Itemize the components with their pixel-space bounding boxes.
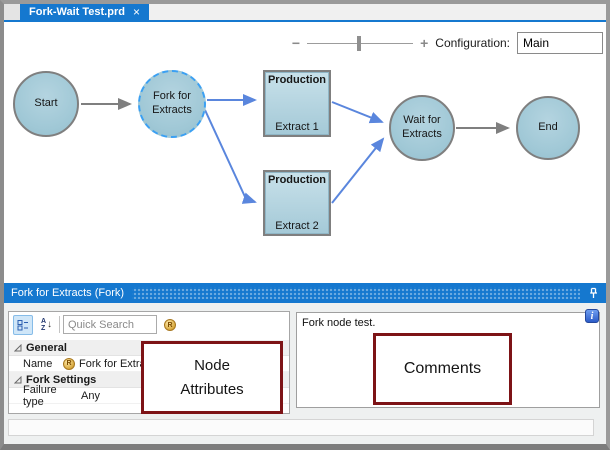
configuration-value: Main (523, 36, 550, 50)
property-label: Name (23, 357, 53, 370)
node-production-extract-2[interactable]: Production Extract 2 (263, 170, 331, 236)
categorize-icon (17, 320, 28, 331)
tab-bar: Fork-Wait Test.prd × (4, 4, 606, 22)
close-icon[interactable]: × (132, 5, 140, 19)
badge-icon: R (164, 319, 176, 331)
diagram-edges (81, 94, 510, 204)
dock-panel-header: Fork for Extracts (Fork) (4, 283, 606, 303)
collapse-icon (14, 375, 22, 383)
bottom-empty-strip (8, 419, 594, 436)
annotation-node-attributes-text: Node Attributes (180, 357, 244, 398)
badge-icon: R (63, 357, 75, 370)
zoom-in-icon[interactable]: + (420, 35, 429, 51)
sort-arrow-icon: ↓ (47, 319, 53, 330)
zoom-slider-thumb[interactable] (357, 36, 362, 51)
node-start-label: Start (34, 97, 58, 110)
tab-title: Fork-Wait Test.prd (29, 6, 125, 18)
annotation-comments: Comments (373, 333, 512, 405)
categorize-view-button[interactable] (13, 315, 33, 335)
property-value[interactable]: Any (81, 389, 100, 402)
property-value[interactable]: Fork for Extracts (79, 357, 160, 370)
tab-bar-spacer (4, 4, 20, 20)
quick-search-input[interactable] (63, 315, 157, 334)
pin-icon[interactable] (588, 287, 599, 300)
toolbar-separator (59, 316, 60, 333)
node-end-label: End (538, 121, 558, 134)
dock-panel-body: A Z ↓ R General Name R Fork for Extr (4, 303, 606, 444)
info-icon[interactable]: i (585, 309, 599, 323)
comments-text: Fork node test. (302, 317, 376, 329)
sort-alphabetical-button[interactable]: A Z ↓ (36, 315, 57, 335)
node-production2-label: Extract 2 (275, 220, 319, 232)
zoom-slider[interactable] (307, 31, 414, 55)
annotation-node-attributes: Node Attributes (141, 341, 283, 414)
node-production2-header: Production (267, 174, 327, 186)
node-production1-header: Production (267, 74, 327, 86)
dock-header-texture (132, 287, 580, 299)
category-label: General (26, 341, 67, 354)
node-wait-for-extracts[interactable]: Wait for Extracts (389, 95, 455, 161)
property-label: Failure type (23, 383, 57, 408)
node-production-extract-1[interactable]: Production Extract 1 (263, 70, 331, 137)
node-fork-label: Fork for Extracts (152, 90, 192, 116)
tab-fork-wait-test[interactable]: Fork-Wait Test.prd × (20, 4, 149, 20)
annotation-comments-text: Comments (403, 359, 482, 377)
diagram-canvas[interactable]: Start Fork for Extracts Production Extra… (4, 22, 606, 283)
dock-panel-title: Fork for Extracts (Fork) (11, 287, 125, 299)
collapse-icon (14, 343, 22, 351)
node-end[interactable]: End (516, 96, 580, 160)
node-fork-for-extracts[interactable]: Fork for Extracts (138, 70, 206, 138)
node-wait-label: Wait for Extracts (402, 114, 442, 140)
configuration-select[interactable]: Main (517, 32, 603, 54)
canvas-toolbar: − + Configuration: Main (292, 31, 603, 55)
configuration-label: Configuration: (435, 36, 510, 50)
zoom-out-icon[interactable]: − (291, 35, 301, 51)
sort-az-icon: A Z (40, 318, 47, 332)
node-start[interactable]: Start (13, 71, 79, 137)
node-production1-label: Extract 1 (275, 121, 319, 133)
category-label: Fork Settings (26, 373, 97, 386)
